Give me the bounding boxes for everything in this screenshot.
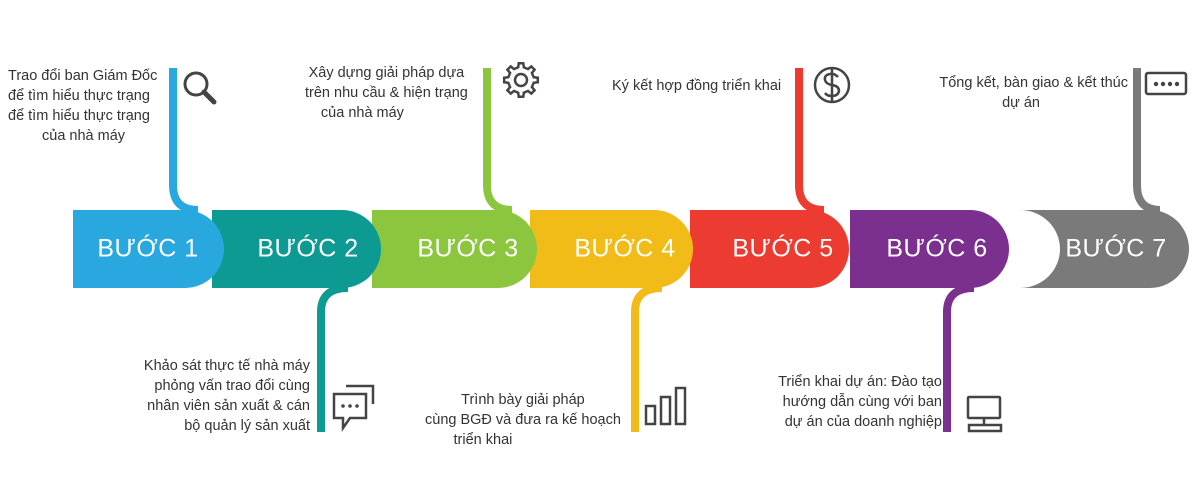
step-3-segment (372, 210, 537, 288)
chat-bubbles-icon (332, 384, 375, 432)
step-6-label: BƯỚC 6 (886, 234, 988, 263)
step-1-desc-line: để tìm hiểu thực trạng (8, 108, 150, 124)
step-1-label: BƯỚC 1 (97, 234, 199, 263)
step-6-desc-line: hướng dẫn cùng với ban (782, 394, 942, 410)
step-3-desc-line: Xây dựng giải pháp dựa (308, 65, 465, 81)
step-4-segment (530, 210, 693, 288)
step-1-desc-line: để tìm hiểu thực trạng (8, 88, 150, 104)
connector-step-3 (483, 68, 513, 214)
dollar-icon (813, 66, 851, 104)
step-7-desc-line: dự án (1002, 95, 1040, 111)
gear-outline (502, 61, 540, 99)
connector-step-6 (943, 284, 975, 432)
step-1-desc-line: Trao đổi ban Giám Đốc (8, 68, 158, 84)
monitor-icon (966, 395, 1003, 433)
step-5-segment (690, 210, 849, 288)
step-5-label: BƯỚC 5 (732, 234, 834, 263)
connector-step-4 (631, 284, 663, 432)
password-field-icon (1144, 71, 1188, 96)
gear-icon (502, 61, 540, 99)
step-6-desc-line: Triển khai dự án: Đào tạo (778, 374, 942, 390)
connector-step-7 (1133, 68, 1161, 214)
connector-step-2 (317, 284, 349, 432)
search-icon (183, 71, 217, 105)
step-3-description: Xây dựng giải pháp dựa trên nhu cầu & hi… (305, 63, 468, 123)
step-2-label: BƯỚC 2 (257, 234, 359, 263)
step-7-label: BƯỚC 7 (1065, 234, 1167, 263)
step-4-desc-line: cùng BGĐ và đưa ra kế hoạch (425, 412, 621, 428)
step-7-segment (1020, 210, 1189, 288)
step-4-description: Trình bày giải pháp cùng BGĐ và đưa ra k… (425, 390, 621, 450)
step-7-description: Tổng kết, bàn giao & kết thúc dự án (939, 73, 1128, 113)
step-2-desc-line: bộ quản lý sản xuất (184, 418, 310, 434)
step-1-desc-line: của nhà máy (42, 128, 126, 144)
step-5-desc-line: Ký kết hợp đồng triển khai (612, 78, 782, 94)
bar-chart-icon (644, 386, 687, 426)
step-5-description: Ký kết hợp đồng triển khai (612, 76, 781, 96)
step-2-desc-line: nhân viên sản xuất & cán (147, 398, 310, 414)
step-2-desc-line: Khảo sát thực tế nhà máy (143, 358, 310, 374)
step-6-desc-line: dự án của doanh nghiệp (784, 414, 942, 430)
step-2-description: Khảo sát thực tế nhà máy phỏng vấn trao … (144, 356, 310, 436)
step-4-desc-line: triển khai (453, 432, 513, 448)
gear-hub (513, 72, 529, 88)
step-4-label: BƯỚC 4 (574, 234, 676, 263)
step-3-desc-line: của nhà máy (320, 105, 404, 121)
step-1-segment (73, 210, 224, 288)
step-4-desc-line: Trình bày giải pháp (461, 392, 585, 408)
step-3-desc-line: trên nhu cầu & hiện trạng (305, 85, 468, 101)
step-7-desc-line: Tổng kết, bàn giao & kết thúc (939, 75, 1128, 91)
step-2-desc-line: phỏng vấn trao đổi cùng (154, 378, 310, 394)
connector-step-1 (169, 68, 199, 214)
step-6-segment (850, 210, 1009, 288)
step-3-label: BƯỚC 3 (417, 234, 519, 263)
connector-step-5 (795, 68, 825, 214)
step-2-segment (212, 210, 381, 288)
step-6-description: Triển khai dự án: Đào tạo hướng dẫn cùng… (778, 372, 942, 432)
step-1-description: Trao đổi ban Giám Đốc để tìm hiểu thực t… (8, 66, 157, 146)
